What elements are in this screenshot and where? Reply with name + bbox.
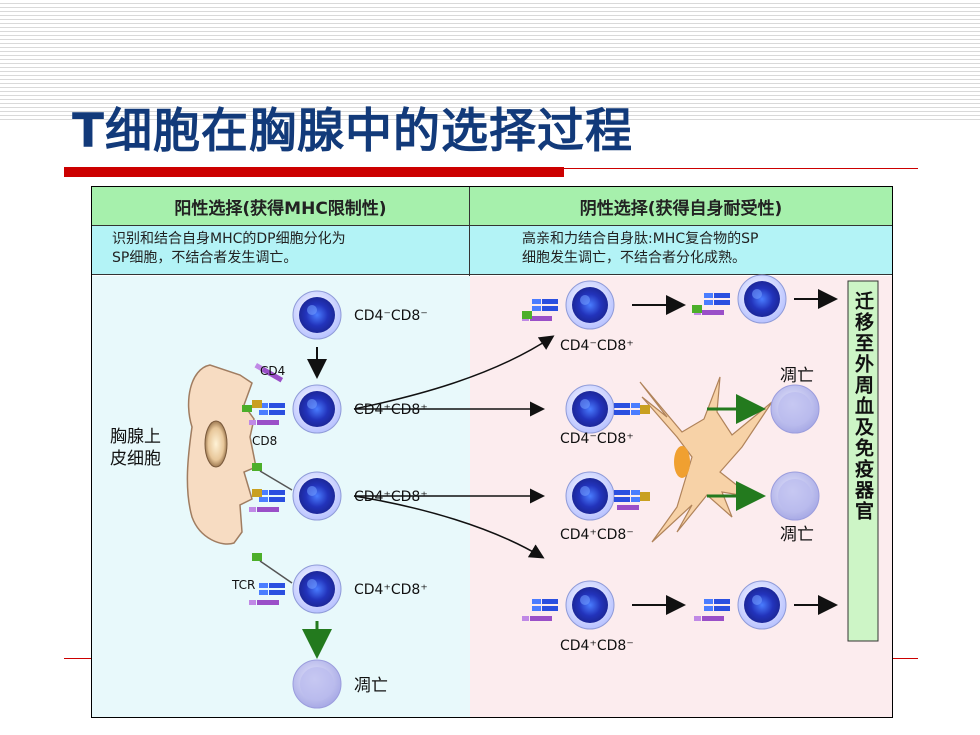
- cell-cd8sp-1: [565, 280, 615, 330]
- cell-dn: [292, 290, 342, 340]
- positive-description: 识别和结合自身MHC的DP细胞分化为 SP细胞，不结合者发生调亡。: [92, 226, 469, 275]
- header-divider: [469, 187, 470, 276]
- label-epithelial-2: 皮细胞: [110, 449, 161, 469]
- cell-cd4sp-2: [737, 580, 787, 630]
- label-mid-1: CD4⁻CD8⁺: [560, 431, 634, 447]
- label-migrate: 迁移至外周血及免疫器官: [852, 291, 875, 522]
- cell-dp-3: [292, 564, 342, 614]
- cell-dp-1: [292, 384, 342, 434]
- label-top: CD4⁻CD8⁺: [560, 338, 634, 354]
- selection-diagram: 阳性选择(获得MHC限制性) 阴性选择(获得自身耐受性) 识别和结合自身MHC的…: [91, 186, 893, 718]
- dendritic-nucleus: [674, 446, 690, 478]
- negative-desc-line1: 高亲和力结合自身肽:MHC复合物的SP: [522, 231, 759, 247]
- negative-description: 高亲和力结合自身肽:MHC复合物的SP 细胞发生调亡，不结合者分化成熟。: [470, 226, 892, 275]
- footer-rule-left: [64, 658, 94, 659]
- label-cd8: CD8: [252, 434, 277, 448]
- positive-desc-line1: 识别和结合自身MHC的DP细胞分化为: [112, 231, 346, 247]
- mhc-1: [252, 400, 262, 408]
- label-apoptosis-right-1: 凋亡: [780, 366, 814, 386]
- label-cell-dp-1: CD4⁺CD8⁺: [354, 402, 428, 418]
- background-stripes: [0, 0, 980, 120]
- label-tcr: TCR: [231, 578, 255, 592]
- title-rule-red: [64, 167, 564, 177]
- page-title: T细胞在胸腺中的选择过程: [72, 104, 634, 159]
- negative-desc-line2: 细胞发生调亡，不结合者分化成熟。: [522, 250, 746, 266]
- positive-desc-line2: SP细胞，不结合者发生调亡。: [112, 250, 298, 266]
- arrow-dp2-to-cd4sp: [353, 495, 545, 559]
- negative-selection-header: 阴性选择(获得自身耐受性): [470, 187, 892, 226]
- label-cell-dp-2: CD4⁺CD8⁺: [354, 489, 428, 505]
- cell-neg-2: [565, 471, 615, 521]
- label-mid-2: CD4⁺CD8⁻: [560, 527, 634, 543]
- cell-apoptotic-right-1: [770, 384, 820, 434]
- cell-neg-1: [565, 384, 615, 434]
- label-cell-dp-3: CD4⁺CD8⁺: [354, 582, 428, 598]
- cell-cd8sp-2: [737, 274, 787, 324]
- label-apoptosis-right-2: 凋亡: [780, 525, 814, 545]
- positive-selection-header: 阳性选择(获得MHC限制性): [92, 187, 469, 226]
- label-apoptosis-left: 凋亡: [354, 676, 388, 696]
- label-bottom: CD4⁺CD8⁻: [560, 638, 634, 654]
- diagram-art: CD4⁻CD8⁻ CD4 CD8 CD4⁺CD8⁺ CD4⁺CD8⁺ TCR C…: [110, 274, 879, 709]
- dendritic-cell: [639, 376, 773, 543]
- epithelial-nucleus: [204, 420, 228, 468]
- footer-rule-right: [890, 658, 918, 659]
- migration-box: [847, 280, 879, 642]
- cell-cd4sp-1: [565, 580, 615, 630]
- cell-apoptotic-left: [292, 659, 342, 709]
- label-cell-dn: CD4⁻CD8⁻: [354, 308, 428, 324]
- label-cd4: CD4: [260, 364, 285, 378]
- arrow-dp1-to-cd8sp: [353, 335, 555, 410]
- cell-apoptotic-right-2: [770, 471, 820, 521]
- cd4-molecule: [261, 367, 284, 383]
- cell-dp-2: [292, 471, 342, 521]
- label-epithelial-1: 胸腺上: [110, 427, 161, 447]
